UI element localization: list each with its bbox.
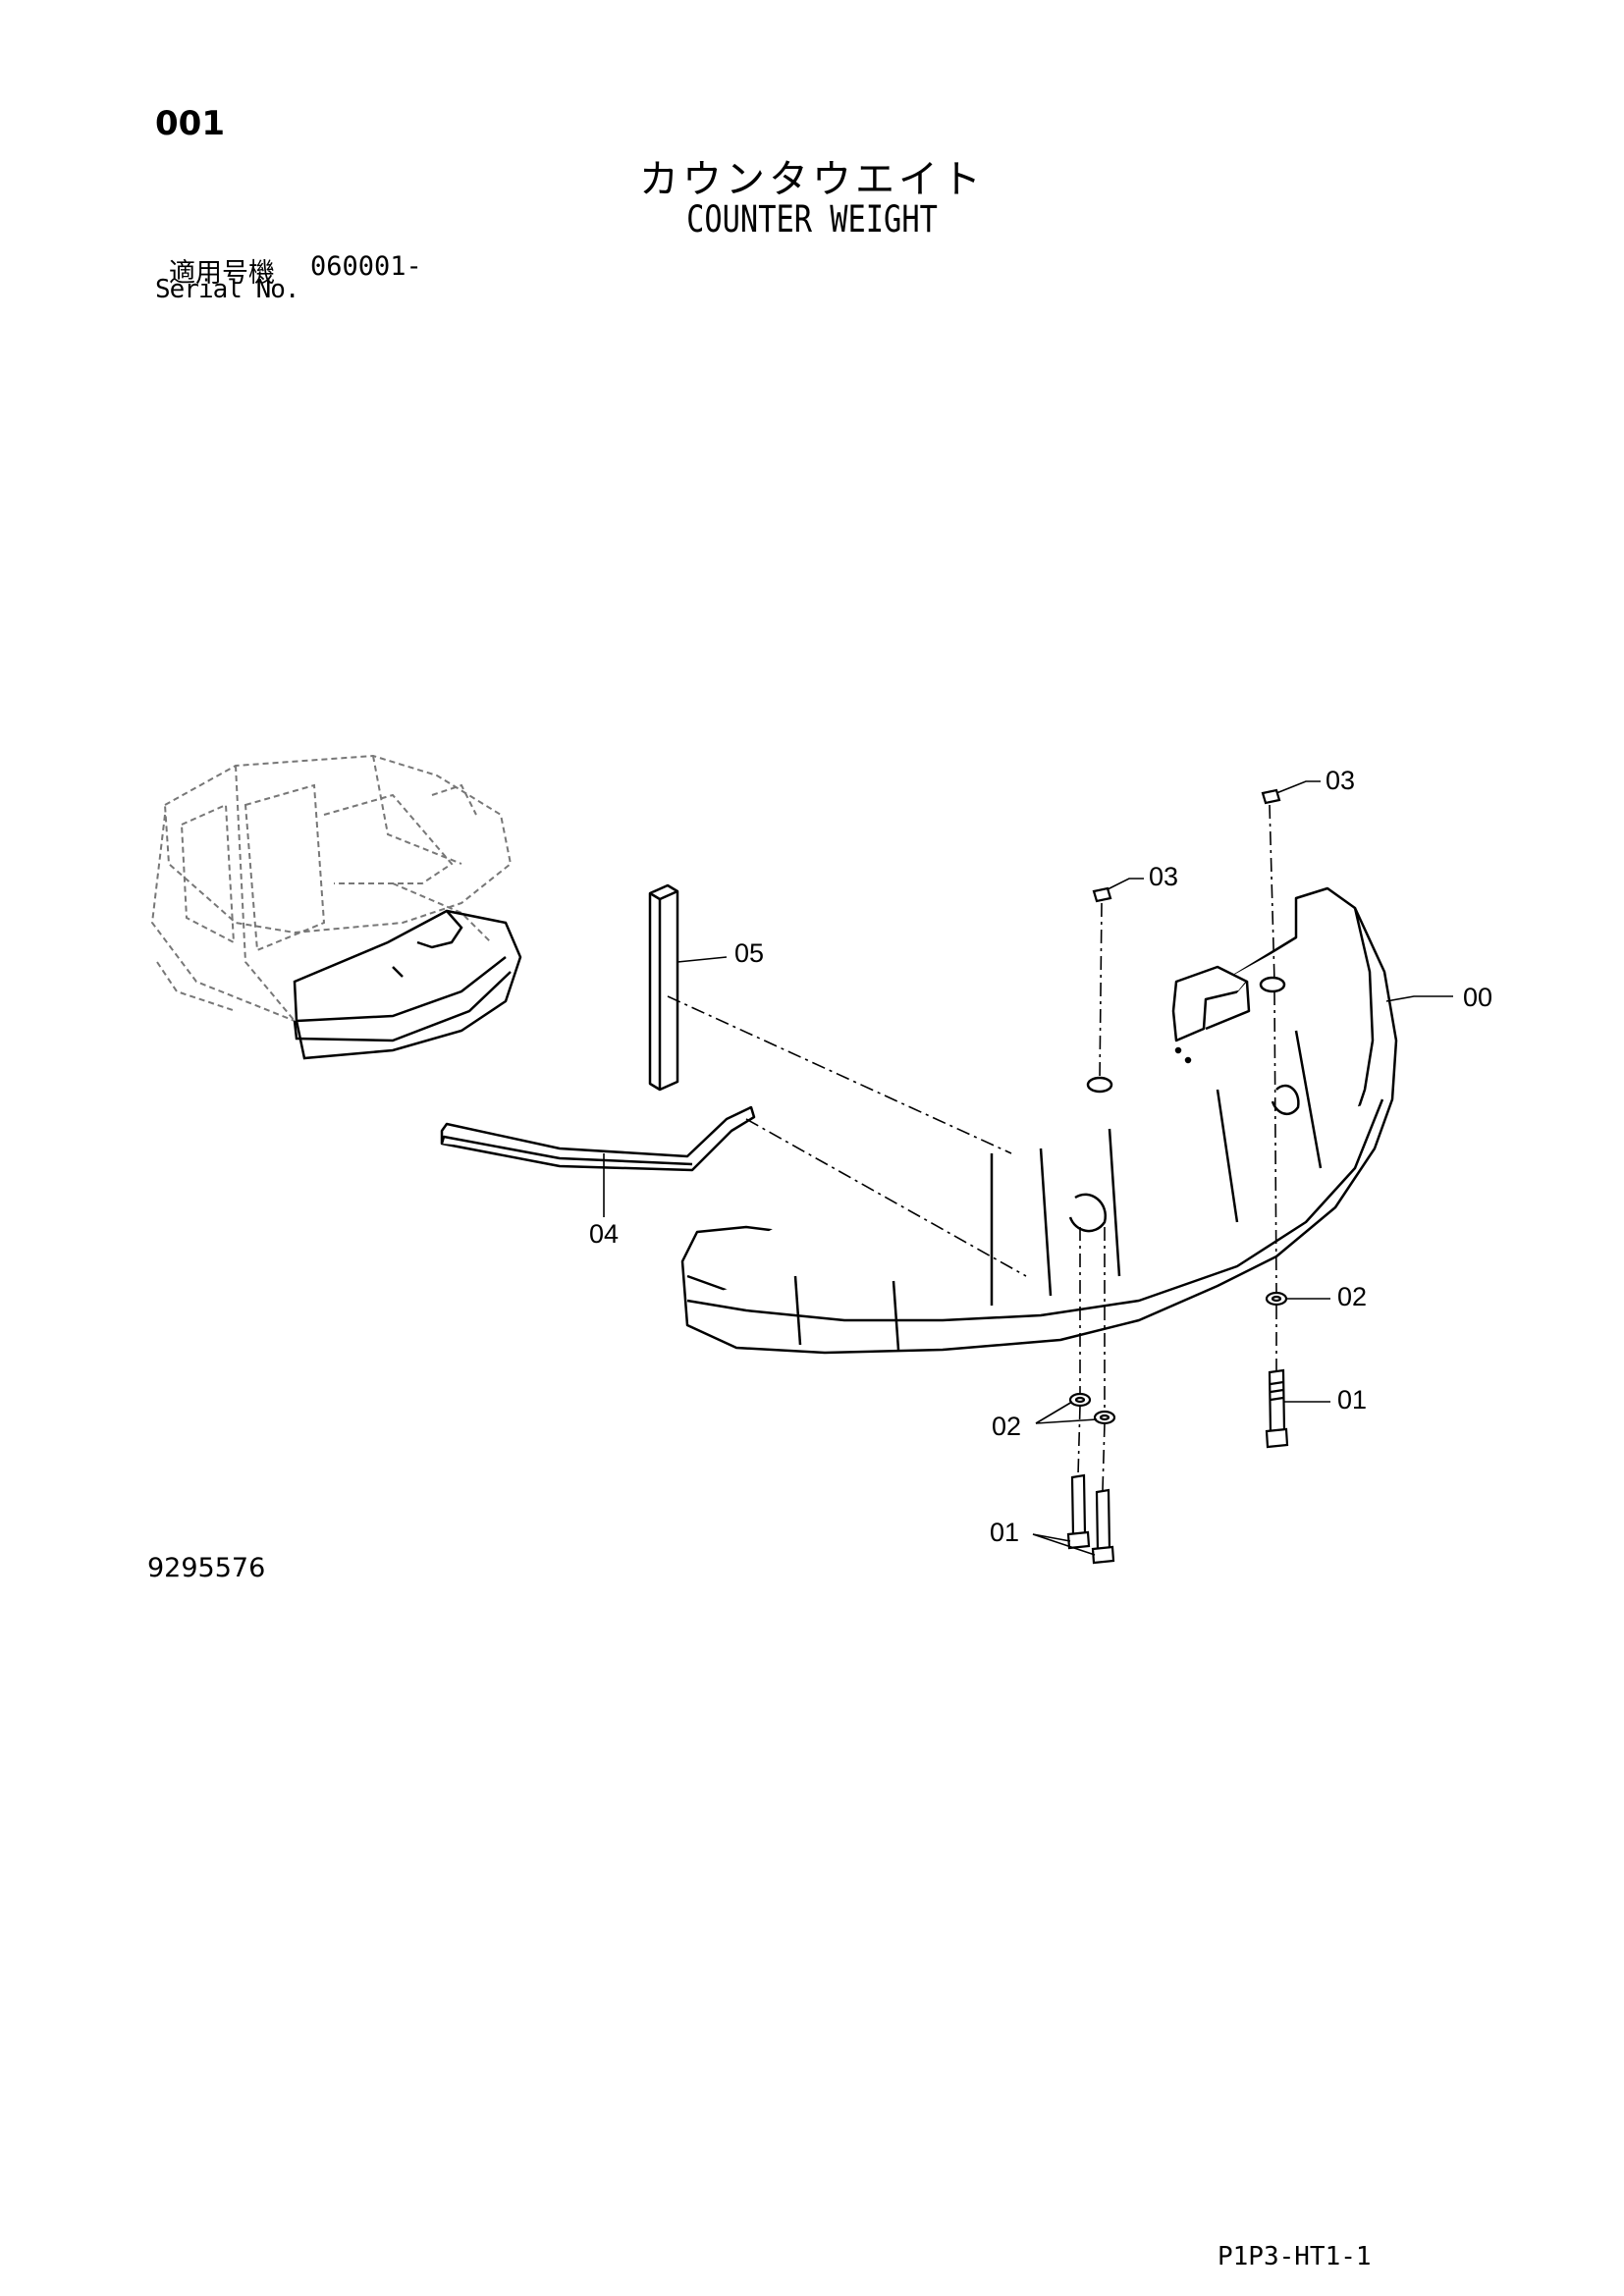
assembly-centerlines xyxy=(667,804,1277,1491)
page-title-japanese: カウンタウエイト xyxy=(639,157,985,202)
page-number: 001 xyxy=(155,104,225,143)
callout-leaders xyxy=(603,780,1453,1556)
callout-01-left: 01 xyxy=(990,1518,1019,1547)
page-code: P1P3-HT1-1 xyxy=(1218,2242,1372,2271)
counterweight-body xyxy=(680,886,1398,1355)
callout-03-right: 03 xyxy=(1326,766,1355,795)
serial-label-english: Serial No. xyxy=(155,275,300,304)
page-title-english: COUNTER WEIGHT xyxy=(686,198,938,240)
callout-00: 00 xyxy=(1463,983,1492,1012)
serial-label-japanese: 適用号機 xyxy=(169,258,275,289)
callout-02-left: 02 xyxy=(992,1412,1021,1441)
excavator-overview-illustration xyxy=(150,754,513,1022)
part-plate xyxy=(440,1105,756,1172)
callout-05: 05 xyxy=(734,938,764,968)
serial-range: 060001- xyxy=(310,251,422,282)
drawing-number: 9295576 xyxy=(147,1553,266,1583)
excavator-counterweight-highlight xyxy=(293,909,522,1060)
fasteners xyxy=(1066,788,1289,1565)
callout-03-left: 03 xyxy=(1149,862,1178,891)
part-bar xyxy=(648,883,679,1092)
callout-02-right: 02 xyxy=(1337,1282,1367,1311)
callout-01-right: 01 xyxy=(1337,1385,1367,1415)
callout-04: 04 xyxy=(589,1219,619,1249)
